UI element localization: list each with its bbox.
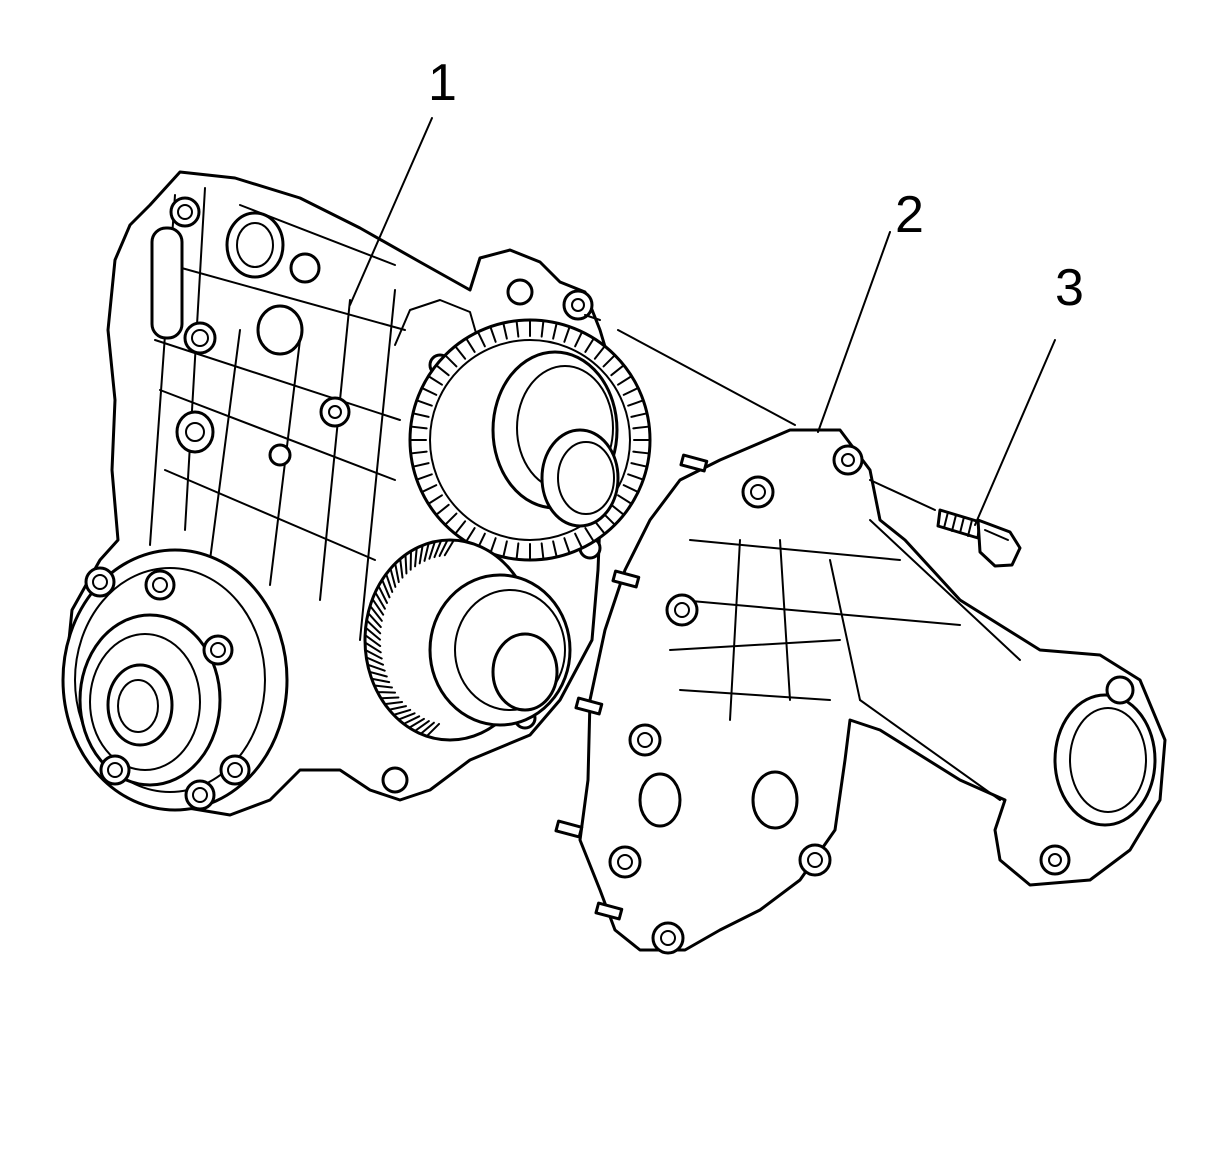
flange-bolt-head bbox=[204, 636, 232, 664]
housing-bolt-head bbox=[800, 845, 830, 875]
housing-bolt-head bbox=[653, 923, 683, 953]
gear-tooth bbox=[405, 555, 406, 574]
flange-bolt-head bbox=[186, 781, 214, 809]
callout-1: 1 bbox=[428, 54, 457, 112]
flange-bolt-head bbox=[86, 568, 114, 596]
housing-bolt-head bbox=[667, 595, 697, 625]
housing-bolt-head bbox=[630, 725, 660, 755]
gear-tooth bbox=[381, 697, 398, 698]
extension-housing bbox=[556, 430, 1165, 953]
gear-tooth bbox=[377, 692, 395, 693]
flange-bolt-head bbox=[221, 756, 249, 784]
callout-2: 2 bbox=[895, 186, 924, 244]
front-output-flange bbox=[63, 550, 287, 810]
alignment-line-3 bbox=[870, 480, 935, 510]
flange-bolt-head bbox=[101, 756, 129, 784]
flange-bolt-head bbox=[146, 571, 174, 599]
housing-bolt-head bbox=[743, 477, 773, 507]
upper-drive-gear bbox=[410, 320, 650, 560]
housing-stud bbox=[556, 821, 582, 837]
leader-line-3 bbox=[975, 340, 1055, 525]
leader-line-2 bbox=[818, 232, 890, 432]
housing-stud bbox=[681, 455, 707, 471]
housing-bolt-head bbox=[610, 847, 640, 877]
callout-3: 3 bbox=[1055, 259, 1084, 317]
mounting-bolt bbox=[938, 510, 1020, 566]
